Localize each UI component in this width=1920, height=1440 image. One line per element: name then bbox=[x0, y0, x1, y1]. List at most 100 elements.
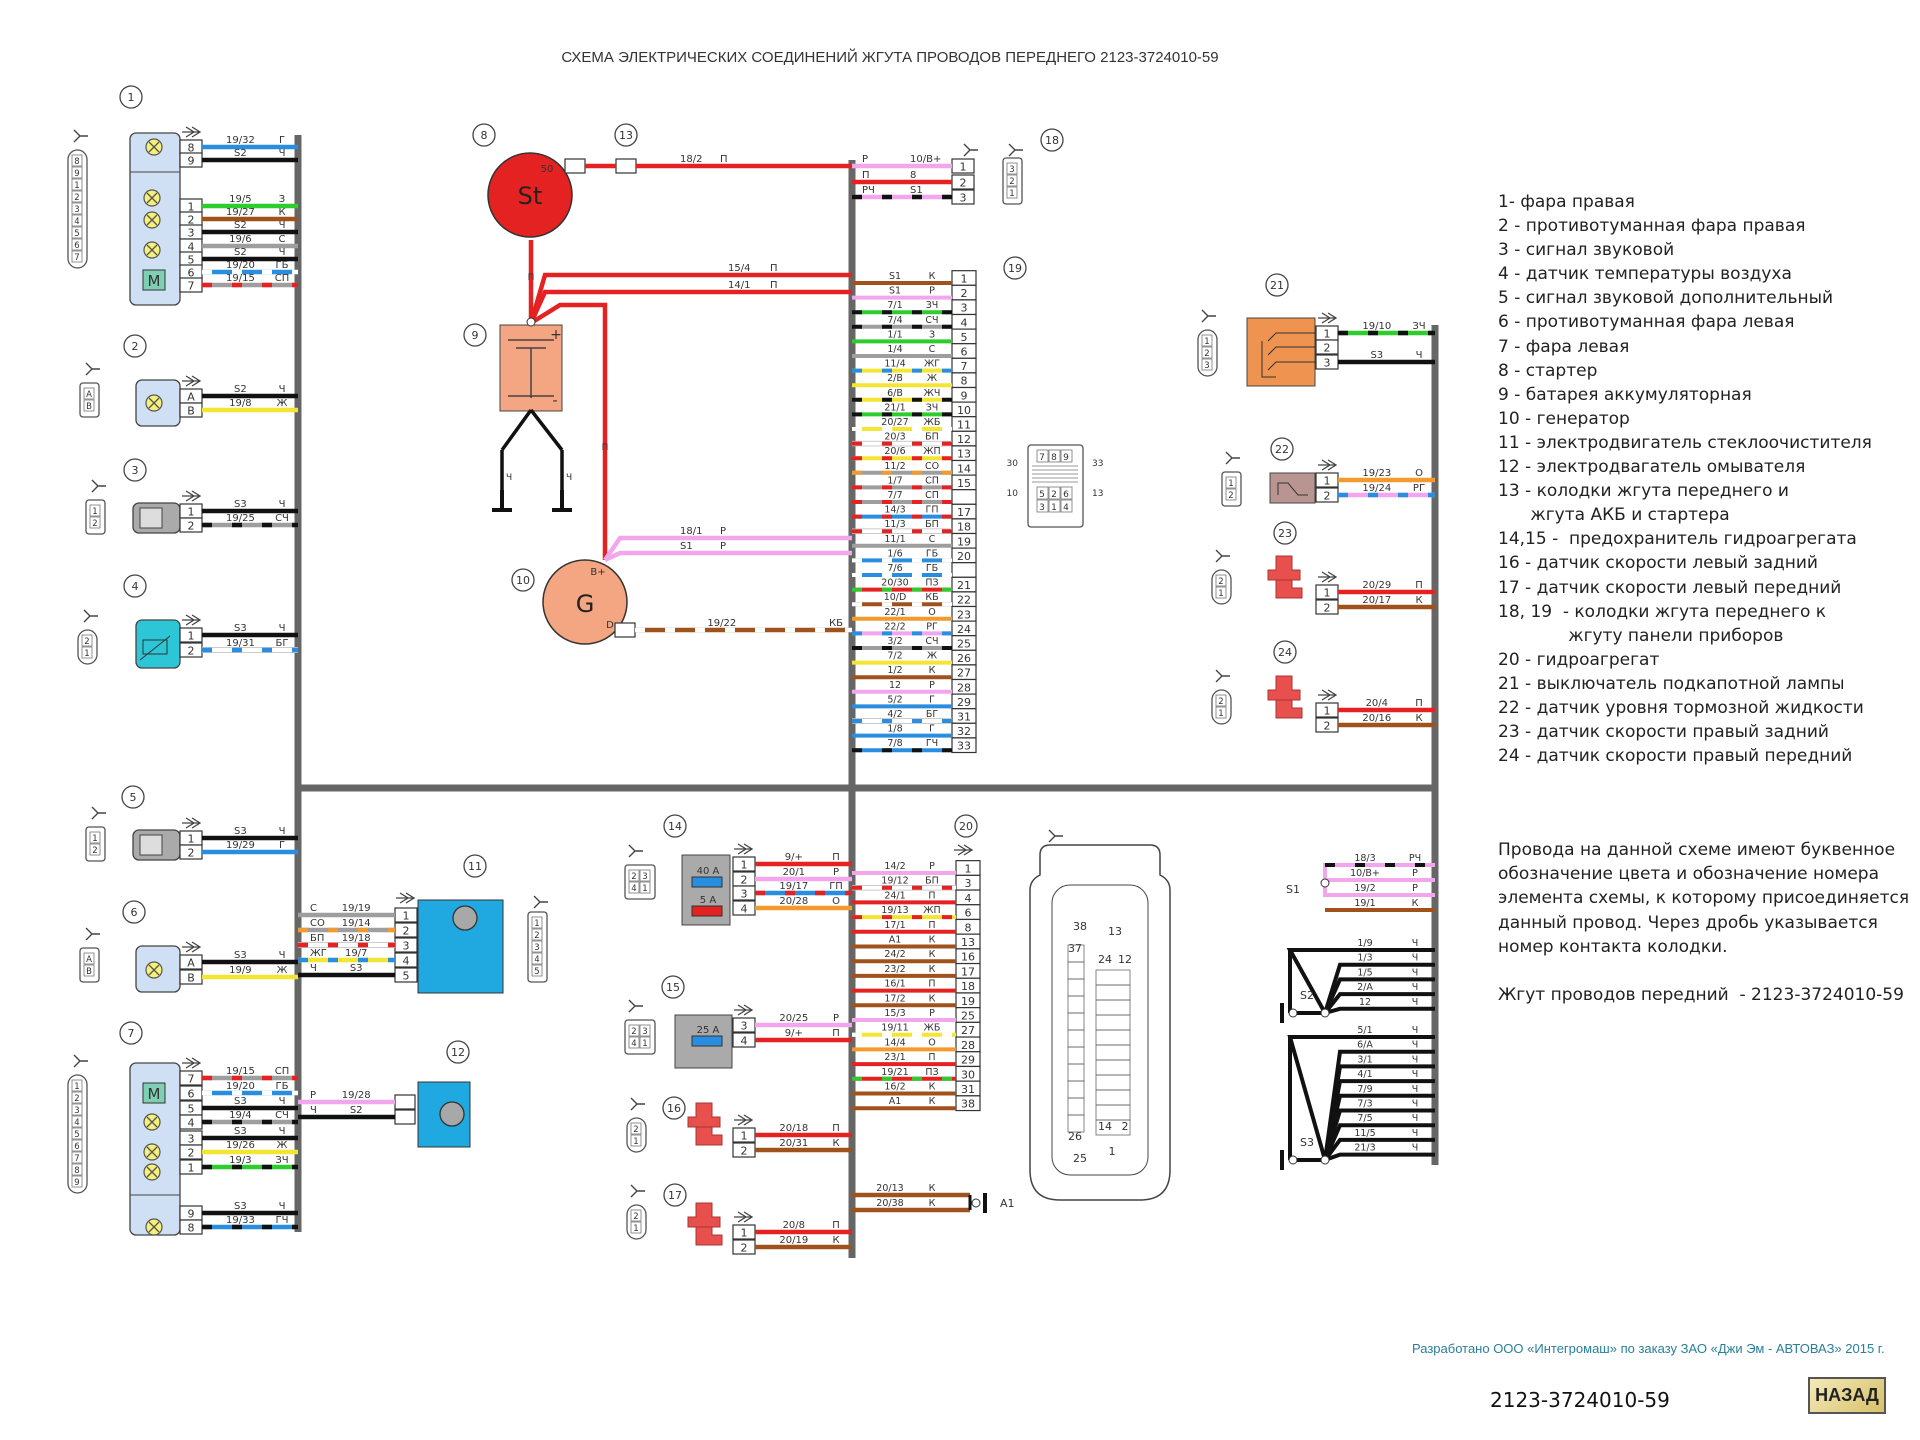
pin-label: 29 bbox=[957, 696, 971, 709]
back-button[interactable]: НАЗАД bbox=[1808, 1377, 1886, 1414]
pin-label: 5 bbox=[188, 254, 195, 267]
mini-pin bbox=[1036, 499, 1049, 513]
component-number: 9 bbox=[472, 329, 479, 342]
mini-pin bbox=[83, 399, 95, 412]
wire-color-label: О bbox=[832, 896, 840, 907]
wire-number-label: 19/15 bbox=[226, 273, 255, 284]
mini-pin bbox=[639, 1036, 651, 1049]
speed-sensor-icon bbox=[687, 1102, 723, 1146]
pin-label: 2 bbox=[188, 520, 195, 533]
component-number: 3 bbox=[132, 464, 139, 477]
wire-color-label: К bbox=[929, 271, 936, 282]
component-number-badge bbox=[463, 854, 487, 878]
wire-number-label: 19/28 bbox=[342, 1090, 371, 1101]
mini-pin bbox=[531, 952, 543, 965]
pin-label: 8 bbox=[188, 1222, 195, 1235]
pin-label: A bbox=[187, 957, 195, 970]
wire-color-label: ЗЧ bbox=[926, 300, 939, 311]
wire-color-label: КБ bbox=[829, 618, 843, 629]
mini-pin bbox=[71, 1103, 83, 1116]
mini-pin-label: 5 bbox=[74, 229, 79, 239]
pin-label: 19 bbox=[961, 995, 975, 1008]
wire-color-label: ГБ bbox=[276, 1081, 289, 1092]
component-number-badge bbox=[1265, 273, 1289, 297]
wire-number-label: 20/16 bbox=[1362, 713, 1391, 724]
wire-number-label: 19/26 bbox=[226, 1140, 255, 1151]
wire-color-label: БП bbox=[925, 432, 939, 443]
mini-pin bbox=[71, 1127, 83, 1140]
mini-pin bbox=[1036, 486, 1049, 500]
pin-label: 25 bbox=[961, 1010, 975, 1023]
wire-number-label: A1 bbox=[889, 935, 902, 946]
wire-number-label: 11/2 bbox=[884, 461, 905, 472]
mini-pin bbox=[628, 881, 640, 894]
component-number-badge bbox=[123, 574, 147, 598]
mini-pin bbox=[89, 843, 101, 856]
pin-label: 2 bbox=[188, 1147, 195, 1160]
component-number: 24 bbox=[1278, 646, 1292, 659]
wire-color-label: Ж bbox=[927, 373, 938, 384]
starter-label: St bbox=[518, 182, 543, 210]
wire-number-label: 3/2 bbox=[887, 636, 902, 647]
connector-cavity-label: 12 bbox=[1118, 953, 1132, 966]
wire-number-label: 14/2 bbox=[884, 861, 905, 872]
mini-pin-label: 2 bbox=[74, 1094, 79, 1104]
socket-symbol-icon bbox=[628, 844, 643, 858]
pin-label: 28 bbox=[961, 1039, 975, 1052]
socket-symbol-icon bbox=[963, 143, 978, 157]
wire-color-label: ЖП bbox=[923, 905, 940, 916]
mini-pin bbox=[1048, 486, 1061, 500]
component-number-badge bbox=[119, 1021, 143, 1045]
wire-number-label: 19/17 bbox=[779, 881, 808, 892]
mini-pin-label: 9 bbox=[74, 1178, 79, 1188]
wire-color-label: ГЧ bbox=[276, 1215, 289, 1226]
wire-color-label: БП bbox=[925, 876, 939, 887]
pin-label: 4 bbox=[188, 241, 195, 254]
pin-label: 24 bbox=[957, 623, 971, 636]
wire-number-label: 7/6 bbox=[887, 563, 902, 574]
wire-number-label: 20/25 bbox=[779, 1013, 808, 1024]
wire-color-label: К bbox=[929, 993, 936, 1004]
legend-item: 3 - сигнал звуковой bbox=[1498, 240, 1675, 261]
component-number-badge bbox=[121, 785, 145, 809]
wire-color-label: К bbox=[929, 1183, 936, 1194]
mini-pin bbox=[531, 916, 543, 929]
pin-label: 25 bbox=[957, 638, 971, 651]
wire-number-label: 20/17 bbox=[1362, 595, 1391, 606]
mini-pin-label: 1 bbox=[633, 1137, 638, 1147]
mini-pin-label: 1 bbox=[534, 919, 539, 929]
pin-label: 14 bbox=[957, 462, 971, 475]
wire bbox=[1323, 1093, 1435, 1161]
wire-color-label: Р bbox=[833, 867, 839, 878]
wire-color-label: ЖП bbox=[923, 446, 940, 457]
wire-number-label: 14/4 bbox=[884, 1037, 905, 1048]
splice-label: S2 bbox=[1300, 989, 1314, 1002]
legend-item: 2 - противотуманная фара правая bbox=[1498, 216, 1806, 237]
fuse-rating: 5 А bbox=[700, 895, 717, 906]
wire-number-label: S3 bbox=[234, 499, 247, 510]
motor-icon bbox=[439, 1101, 465, 1127]
pin-label: 6 bbox=[961, 346, 968, 359]
generator-icon bbox=[542, 559, 628, 645]
component-number: 2 bbox=[132, 340, 139, 353]
splice-node bbox=[1320, 1008, 1330, 1018]
wire-color-label: О bbox=[928, 607, 935, 618]
component-number: 5 bbox=[130, 791, 137, 804]
wire-number-label: 6/А bbox=[1357, 1040, 1373, 1051]
mini-pin-label: 1 bbox=[1228, 479, 1233, 489]
connector-pin bbox=[615, 158, 637, 174]
wire-color-label: СО bbox=[310, 918, 325, 929]
mini-pin-label: 6 bbox=[74, 1142, 79, 1152]
legend-item: 17 - датчик скорости левый передний bbox=[1498, 577, 1842, 598]
component-number-badge bbox=[1273, 521, 1297, 545]
wire-color-label: ЖГ bbox=[924, 359, 940, 370]
pin-label: 10 bbox=[957, 404, 971, 417]
mini-pin bbox=[1215, 574, 1227, 587]
wire-number-label: 1/1 bbox=[887, 329, 902, 340]
pin-label: 2 bbox=[741, 1242, 748, 1255]
wire-color-label: Р bbox=[929, 1008, 935, 1019]
wire-number-label: 21/1 bbox=[884, 402, 905, 413]
mini-pin-label: A bbox=[86, 955, 92, 965]
wire-number-label: 19/1 bbox=[1354, 898, 1375, 909]
